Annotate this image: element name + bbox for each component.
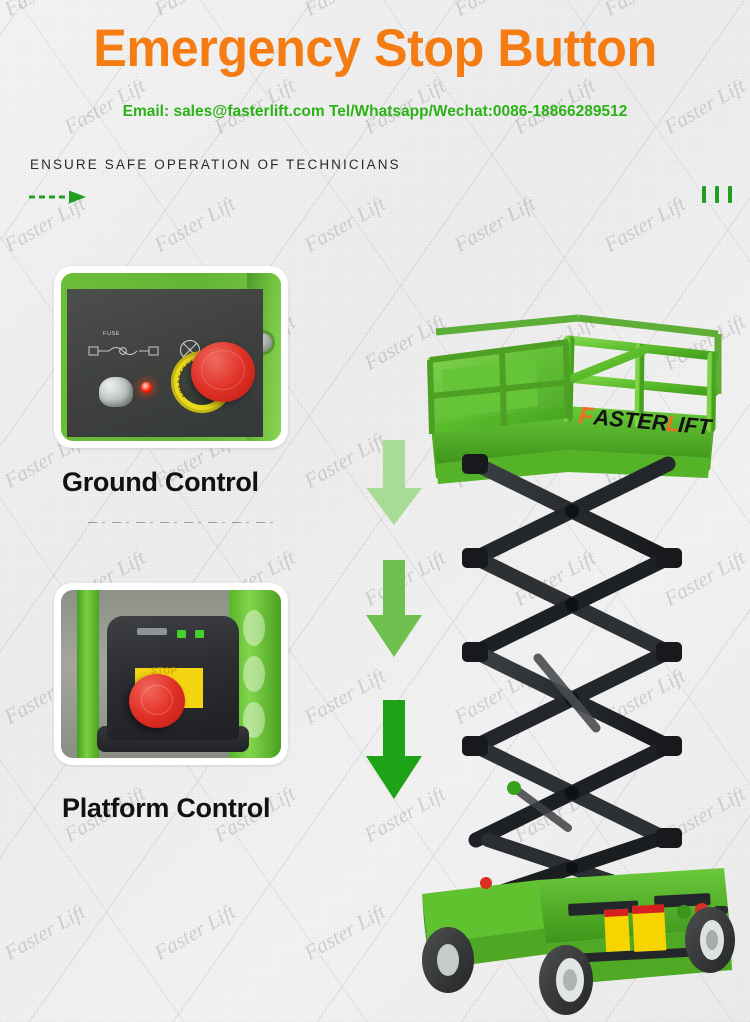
green-indicator-led-icon-2 bbox=[195, 630, 204, 638]
platform-control-caption: Platform Control bbox=[62, 793, 271, 823]
platform-control-card: STOP bbox=[54, 583, 288, 765]
warning-decal-1 bbox=[604, 908, 631, 952]
red-mushroom-estop-icon[interactable] bbox=[129, 674, 185, 728]
control-console-body: STOP bbox=[107, 616, 239, 740]
arrow-down-icon-1 bbox=[364, 440, 424, 531]
red-indicator-led-icon bbox=[141, 382, 152, 393]
svg-text:IFT: IFT bbox=[677, 412, 714, 440]
scissor-mechanism bbox=[462, 454, 682, 903]
key-switch-knob-icon[interactable] bbox=[99, 377, 133, 407]
wheel-rear-right bbox=[685, 907, 735, 973]
section-divider bbox=[88, 522, 278, 523]
arrow-down-icon-3 bbox=[364, 700, 424, 805]
wheel-front-left bbox=[539, 945, 593, 1015]
platform-rail-left bbox=[77, 590, 99, 758]
fuse-circuit-icon bbox=[88, 346, 159, 356]
red-mushroom-estop-icon[interactable] bbox=[191, 342, 255, 402]
chassis-assembly bbox=[422, 868, 735, 1015]
stop-label: STOP bbox=[151, 666, 178, 676]
three-bars-icon bbox=[702, 186, 732, 203]
dotted-arrow-right-icon bbox=[28, 190, 90, 209]
scissor-lift-machine-photo: F ASTER L IFT bbox=[418, 228, 750, 1018]
svg-text:F: F bbox=[577, 402, 595, 430]
display-slot-icon bbox=[137, 628, 167, 635]
ground-control-caption: Ground Control bbox=[62, 467, 259, 497]
svg-text:L: L bbox=[665, 411, 681, 437]
ground-control-photo: FUSE bbox=[61, 273, 281, 441]
subtitle-text: ENSURE SAFE OPERATION OF TECHNICIANS bbox=[30, 157, 401, 172]
ground-control-card: FUSE bbox=[54, 266, 288, 448]
control-panel-face: FUSE bbox=[67, 289, 263, 437]
page-title: Emergency Stop Button bbox=[93, 19, 657, 78]
contact-line: Email: sales@fasterlift.com Tel/Whatsapp… bbox=[122, 103, 628, 120]
arrow-down-icon-2 bbox=[364, 560, 424, 663]
platform-control-photo: STOP bbox=[61, 590, 281, 758]
platform-assembly: F ASTER L IFT bbox=[427, 314, 722, 484]
rail-holes bbox=[235, 610, 275, 740]
green-indicator-led-icon bbox=[177, 630, 186, 638]
wheel-rear-left bbox=[422, 927, 474, 993]
warning-decal-2 bbox=[631, 904, 667, 952]
fuse-label: FUSE bbox=[103, 331, 121, 337]
